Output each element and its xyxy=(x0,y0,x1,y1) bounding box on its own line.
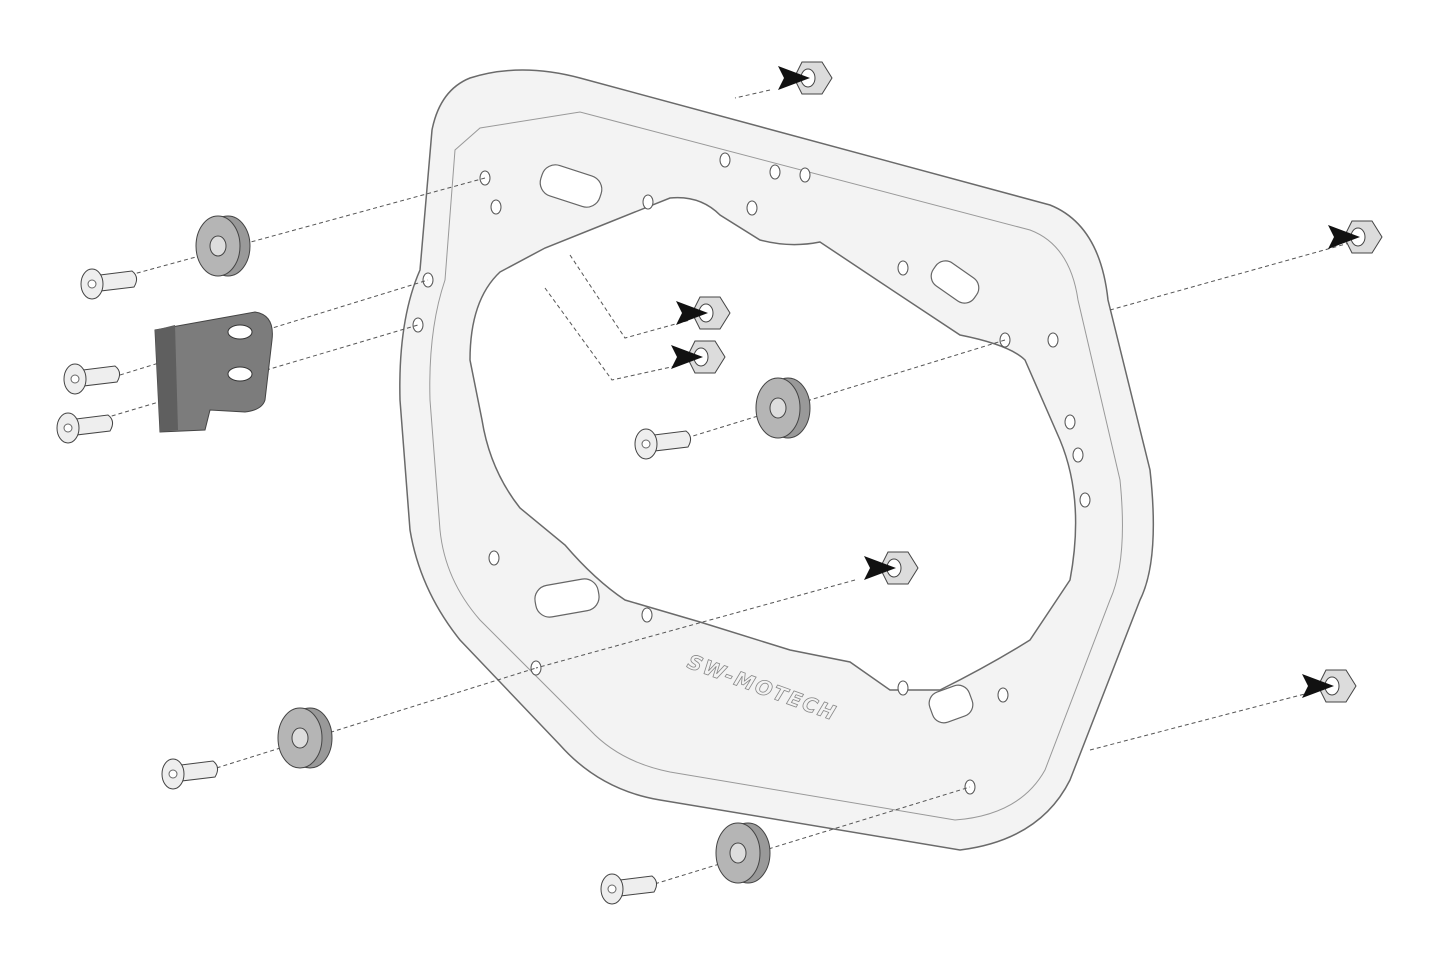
guide-line xyxy=(129,177,486,276)
frame-mounting-holes xyxy=(412,152,1091,795)
arrow-icon xyxy=(1328,225,1360,249)
frame-hole xyxy=(997,687,1009,703)
side-carrier-frame: SW-MOTECH xyxy=(399,69,1155,851)
spacer-hole xyxy=(209,235,227,257)
spacer-roller xyxy=(195,215,251,277)
frame-hole xyxy=(719,152,731,168)
spacer-roller xyxy=(755,377,811,439)
mounting-bracket xyxy=(154,311,273,433)
bolt-socket xyxy=(168,769,178,779)
frame-hole xyxy=(1047,332,1059,348)
frame-hole xyxy=(488,550,500,566)
bolt-socket xyxy=(87,279,97,289)
arrow-icon xyxy=(671,345,703,369)
frame-hole xyxy=(1064,414,1076,430)
flange-nut xyxy=(1328,220,1383,254)
bolt-socket xyxy=(70,374,80,384)
arrow-icon xyxy=(778,66,810,90)
frame-hole xyxy=(479,170,491,186)
frame-hole xyxy=(897,680,909,696)
bolt xyxy=(161,758,219,790)
guide-line xyxy=(734,89,771,99)
flange-nut xyxy=(1302,669,1357,703)
frame-hole xyxy=(769,164,781,180)
guide-line xyxy=(535,579,856,669)
frame-opening xyxy=(469,196,1077,691)
flange-nut xyxy=(676,296,731,330)
guide-line xyxy=(634,786,971,891)
spacer-hole xyxy=(769,397,787,419)
guide-line xyxy=(1089,689,1321,751)
spacer-roller xyxy=(715,822,771,884)
bolt xyxy=(63,363,121,395)
frame-hole xyxy=(412,317,424,333)
frame-hole xyxy=(999,332,1011,348)
bolt-socket xyxy=(63,423,73,433)
bolt xyxy=(56,412,114,444)
flange-nut xyxy=(864,551,919,585)
frame-inner-ridge xyxy=(429,111,1123,821)
arrow-icon xyxy=(864,556,896,580)
frame-hole xyxy=(799,167,811,183)
bolt xyxy=(600,873,658,905)
spacer-hole xyxy=(729,842,747,864)
bolt xyxy=(80,268,138,300)
guide-line xyxy=(679,339,1006,441)
frame-hole xyxy=(897,260,909,276)
frame-hole xyxy=(1072,447,1084,463)
spacer-roller xyxy=(277,707,333,769)
bolt xyxy=(634,428,692,460)
guide-line xyxy=(544,287,681,381)
bolt-socket xyxy=(607,884,617,894)
guide-line xyxy=(569,254,691,339)
frame-hole xyxy=(746,200,758,216)
guide-line xyxy=(209,667,537,771)
frame-hole xyxy=(490,199,502,215)
guide-line xyxy=(1109,239,1361,311)
bolt-socket xyxy=(641,439,651,449)
frame-hole xyxy=(641,607,653,623)
assembly-guide-lines xyxy=(104,89,1361,891)
hardware-parts xyxy=(56,61,1383,905)
frame-hole xyxy=(642,194,654,210)
frame-hole xyxy=(1079,492,1091,508)
arrow-icon xyxy=(1302,674,1334,698)
arrow-icon xyxy=(676,301,708,325)
guide-line xyxy=(119,279,429,376)
spacer-hole xyxy=(291,727,309,749)
flange-nut xyxy=(671,340,726,374)
frame-slot-holes xyxy=(534,164,980,724)
flange-nut xyxy=(778,61,833,95)
